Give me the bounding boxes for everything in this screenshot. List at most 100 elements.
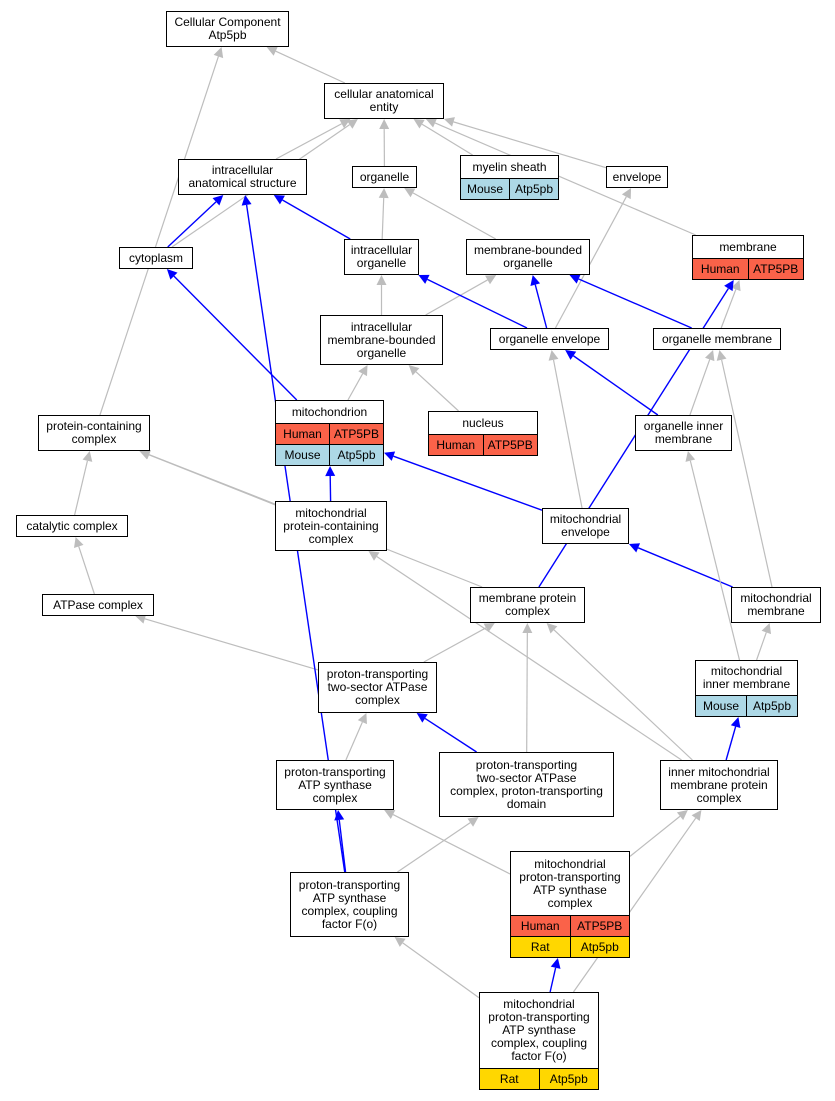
- edge-part-of: [725, 726, 737, 761]
- node-protein-containing-complex[interactable]: protein-containing complex: [38, 415, 150, 451]
- node-mitochondrial-proton-transporting-atp-synthase-complex[interactable]: mitochondrial proton-transporting ATP sy…: [510, 851, 630, 958]
- edge-arrowhead: [379, 119, 390, 130]
- edge-is-a: [434, 122, 696, 236]
- gene-symbol: ATP5PB: [753, 262, 799, 276]
- edge-is-a: [689, 460, 741, 661]
- edge-part-of: [282, 199, 351, 240]
- edge-is-a: [554, 196, 627, 329]
- edge-arrowhead: [404, 188, 416, 198]
- edge-arrowhead: [241, 195, 252, 206]
- node-cellular-anatomical-entity[interactable]: cellular anatomical entity: [324, 83, 444, 119]
- node-title: intracellular membrane-bounded organelle: [327, 319, 436, 360]
- edge-is-a: [345, 721, 363, 761]
- node-cellular-component[interactable]: Cellular Component Atp5pb: [166, 11, 289, 47]
- node-title: membrane protein complex: [478, 591, 577, 618]
- edge-arrowhead: [425, 118, 438, 128]
- edge-part-of: [572, 355, 659, 416]
- edge-arrowhead: [522, 623, 533, 634]
- node-nucleus[interactable]: nucleus Human ATP5PB: [428, 411, 538, 456]
- node-membrane-protein-complex[interactable]: membrane protein complex: [470, 587, 585, 623]
- node-proton-transporting-two-sector-atpase-complex-domain[interactable]: proton-transporting two-sector ATPase co…: [439, 752, 614, 817]
- edge-arrowhead: [569, 274, 581, 284]
- node-catalytic-complex[interactable]: catalytic complex: [16, 515, 128, 537]
- gene-symbol: Atp5pb: [549, 1072, 588, 1086]
- edge-arrowhead: [565, 350, 577, 360]
- edge-is-a: [381, 197, 385, 240]
- edge-arrowhead: [408, 365, 420, 376]
- edge-arrowhead: [530, 275, 541, 286]
- node-title: inner mitochondrial membrane protein com…: [668, 764, 770, 805]
- edge-arrowhead: [358, 365, 368, 377]
- node-mitochondrial-proton-transporting-atp-synthase-coupling-factor-fo[interactable]: mitochondrial proton-transporting ATP sy…: [479, 992, 599, 1090]
- node-organelle-membrane[interactable]: organelle membrane: [653, 328, 781, 350]
- node-inner-mitochondrial-membrane-protein-complex[interactable]: inner mitochondrial membrane protein com…: [660, 760, 778, 810]
- edge-is-a: [376, 556, 682, 761]
- edge-arrowhead: [325, 466, 336, 477]
- node-proton-transporting-two-sector-atpase-complex[interactable]: proton-transporting two-sector ATPase co…: [318, 662, 437, 713]
- node-envelope[interactable]: envelope: [606, 166, 668, 188]
- edge-is-a: [275, 50, 346, 84]
- edge-arrowhead: [550, 958, 561, 969]
- node-title: intracellular anatomical structure: [188, 163, 297, 190]
- edge-is-a: [553, 629, 693, 761]
- node-title: envelope: [612, 169, 662, 184]
- node-title: intracellular organelle: [350, 243, 413, 270]
- node-organelle-inner-membrane[interactable]: organelle inner membrane: [635, 415, 732, 451]
- node-title: Cellular Component Atp5pb: [174, 15, 281, 42]
- species-label: Mouse: [276, 445, 330, 465]
- node-title: ATPase complex: [53, 597, 143, 612]
- edge-arrowhead: [213, 47, 224, 59]
- edge-part-of: [393, 455, 543, 511]
- node-mitochondrial-inner-membrane[interactable]: mitochondrial inner membrane Mouse Atp5p…: [695, 660, 798, 717]
- edge-arrowhead: [82, 451, 93, 462]
- edge-arrowhead: [676, 810, 688, 821]
- node-myelin-sheath[interactable]: myelin sheath Mouse Atp5pb: [460, 155, 559, 200]
- node-mitochondrial-membrane[interactable]: mitochondrial membrane: [731, 587, 821, 623]
- edge-arrowhead: [483, 623, 495, 633]
- node-mitochondrion[interactable]: mitochondrion Human ATP5PB Mouse Atp5pb: [275, 400, 384, 466]
- edge-arrowhead: [384, 810, 396, 819]
- edge-arrowhead: [443, 117, 455, 127]
- edge-part-of: [338, 819, 347, 873]
- node-mitochondrial-protein-containing-complex[interactable]: mitochondrial protein-containing complex: [275, 501, 387, 551]
- node-title: proton-transporting two-sector ATPase co…: [326, 667, 429, 707]
- node-intracellular-membrane-bounded-organelle[interactable]: intracellular membrane-bounded organelle: [320, 315, 443, 365]
- edge-is-a: [526, 632, 528, 753]
- node-proton-transporting-atp-synthase-complex[interactable]: proton-transporting ATP synthase complex: [276, 760, 394, 810]
- node-title: membrane: [719, 239, 777, 254]
- node-proton-transporting-atp-synthase-coupling-factor-fo[interactable]: proton-transporting ATP synthase complex…: [290, 872, 409, 937]
- gene-symbol: ATP5PB: [333, 427, 380, 441]
- node-organelle-envelope[interactable]: organelle envelope: [490, 328, 609, 350]
- species-label: Rat: [480, 1069, 540, 1089]
- node-membrane[interactable]: membrane Human ATP5PB: [692, 235, 804, 280]
- edge-arrowhead: [691, 810, 702, 822]
- edge-is-a: [629, 815, 681, 857]
- gene-symbol: Atp5pb: [514, 182, 554, 196]
- gene-row-mouse: Mouse Atp5pb: [276, 444, 383, 465]
- species-label: Rat: [511, 937, 571, 957]
- gene-row-human: Human ATP5PB: [429, 434, 537, 455]
- edge-is-a: [756, 632, 767, 661]
- edge-arrowhead: [731, 280, 741, 292]
- edge-arrowhead: [346, 119, 358, 129]
- species-label: Human: [276, 424, 330, 444]
- node-title: organelle membrane: [661, 331, 773, 346]
- species-label: Human: [693, 259, 749, 279]
- node-mitochondrial-envelope[interactable]: mitochondrial envelope: [542, 508, 629, 544]
- gene-symbol: Atp5pb: [580, 940, 619, 954]
- node-membrane-bounded-organelle[interactable]: membrane-bounded organelle: [466, 239, 590, 275]
- gene-symbol: Atp5pb: [337, 448, 376, 462]
- edge-arrowhead: [384, 451, 396, 461]
- node-organelle[interactable]: organelle: [352, 166, 417, 188]
- node-intracellular-organelle[interactable]: intracellular organelle: [344, 239, 419, 275]
- node-atpase-complex[interactable]: ATPase complex: [42, 594, 154, 616]
- edge-arrowhead: [166, 269, 178, 280]
- edge-arrowhead: [628, 543, 641, 553]
- node-cytoplasm[interactable]: cytoplasm: [119, 247, 193, 269]
- gene-row-rat: Rat Atp5pb: [480, 1068, 598, 1089]
- edge-arrowhead: [73, 537, 84, 549]
- node-title: mitochondrial inner membrane: [702, 664, 791, 691]
- edge-is-a: [347, 373, 364, 401]
- edge-arrowhead: [416, 713, 428, 723]
- node-intracellular-anatomical-structure[interactable]: intracellular anatomical structure: [178, 159, 307, 195]
